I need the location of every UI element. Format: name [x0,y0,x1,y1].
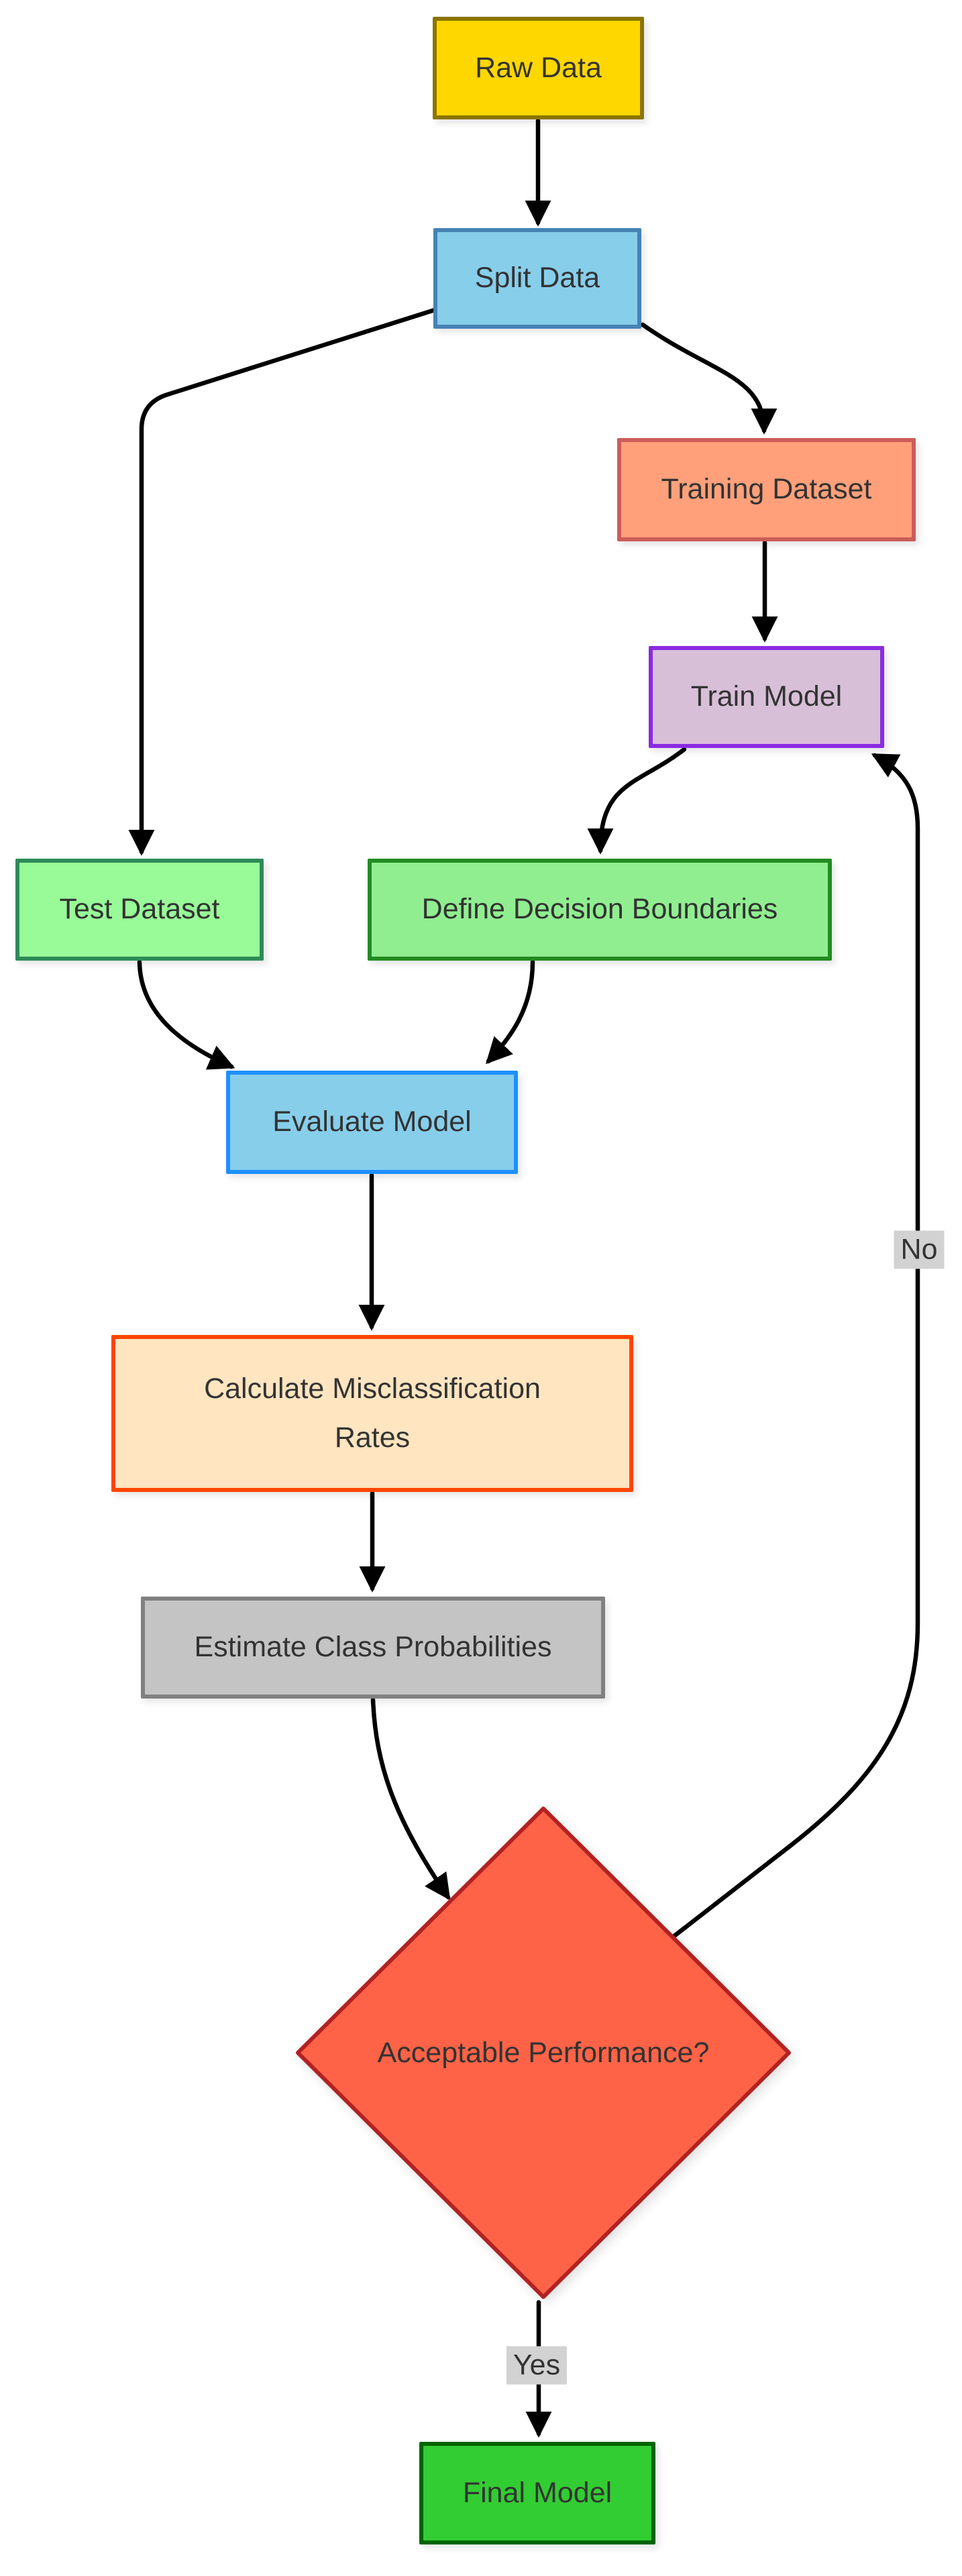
node-test_dataset: Test Dataset [15,859,264,961]
edge-label-yes: Yes [506,2346,568,2385]
node-final_model: Final Model [419,2442,655,2544]
edge-define_decision_boundaries-to-evaluate_model [485,959,535,1065]
edge-test_dataset-to-evaluate_model [137,959,235,1070]
edge-label-no: No [894,1230,945,1269]
node-evaluate_model: Evaluate Model [226,1071,518,1174]
edge-split_data-to-test_dataset [128,307,437,856]
node-define_decision_boundaries: Define Decision Boundaries [368,859,832,961]
node-split_data: Split Data [433,228,641,329]
node-label-acceptable_performance: Acceptable Performance? [377,2036,710,2069]
edge-acceptable_performance-to-train_model [672,753,920,1939]
node-train_model: Train Model [649,646,884,748]
edge-estimate_class_probabilities-to-acceptable_performance [370,1697,451,1900]
edge-split_data-to-training_dataset [640,322,778,435]
node-training_dataset: Training Dataset [617,438,916,541]
node-calculate_misclassification_rates: Calculate Misclassification Rates [111,1335,633,1492]
diamond-shape-icon [296,1807,791,2299]
edge-train_model-to-define_decision_boundaries [587,747,687,855]
node-estimate_class_probabilities: Estimate Class Probabilities [141,1597,605,1699]
node-acceptable_performance: Acceptable Performance? [295,1806,792,2300]
node-raw_data: Raw Data [433,17,644,119]
